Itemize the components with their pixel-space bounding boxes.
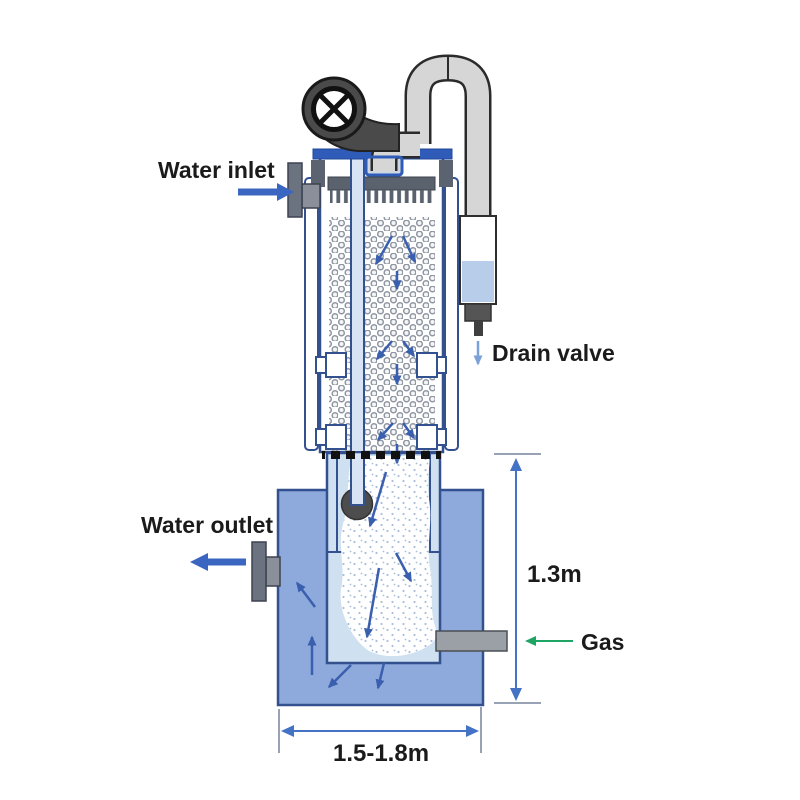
water-inlet-label: Water inlet xyxy=(158,157,275,183)
gas-label: Gas xyxy=(581,629,624,655)
column-flow-arrows xyxy=(374,235,417,465)
flow-arrow xyxy=(374,235,394,266)
flow-arrow xyxy=(375,662,386,690)
flow-arrow xyxy=(376,340,393,361)
collected-liquid xyxy=(462,261,494,302)
drain-valve-label: Drain valve xyxy=(492,340,615,366)
width-dimension: 1.5-1.8m xyxy=(278,707,482,767)
union-fitting xyxy=(325,424,347,450)
valve-cap xyxy=(464,303,492,322)
water-outlet-arrow xyxy=(190,553,246,571)
drain-valve-assembly xyxy=(459,215,497,366)
water-outlet-callout: Water outlet xyxy=(141,512,281,602)
flow-arrow xyxy=(377,422,394,442)
packing-bed-left xyxy=(329,217,350,451)
flow-arrow xyxy=(401,235,417,264)
bracket-left xyxy=(311,160,325,187)
tank-flow-arrows xyxy=(296,471,413,690)
valve-stub xyxy=(474,321,483,336)
height-dimension: 1.3m xyxy=(494,453,582,704)
exhaust-pipe-loop xyxy=(404,54,492,218)
union-fitting xyxy=(416,352,438,378)
packed-column xyxy=(287,156,459,465)
packing-bed-main xyxy=(365,217,435,451)
spray-distributor xyxy=(327,176,436,203)
union-fitting xyxy=(325,352,347,378)
gas-callout: Gas xyxy=(525,629,624,655)
union-fitting xyxy=(416,424,438,450)
blower-fan xyxy=(301,76,400,152)
width-dimension-label: 1.5-1.8m xyxy=(333,740,429,767)
center-tube-outlet xyxy=(340,451,374,521)
flow-arrow xyxy=(394,552,413,583)
water-inlet-callout: Water inlet xyxy=(158,157,294,201)
lid-inlet-cup-rim xyxy=(364,155,404,177)
fan-icon xyxy=(301,76,367,142)
water-inlet-arrow xyxy=(238,183,294,201)
center-tube-lower xyxy=(350,451,365,506)
bracket-right xyxy=(439,160,453,187)
support-grid-dashes xyxy=(322,451,441,459)
water-outlet-label: Water outlet xyxy=(141,512,273,538)
center-tube xyxy=(350,157,365,453)
flow-arrow xyxy=(401,422,416,440)
flow-arrow xyxy=(368,471,388,528)
flow-arrow xyxy=(296,581,316,608)
flow-arrow xyxy=(364,567,381,639)
bypass-tube-left xyxy=(304,177,319,451)
water-outlet-flange xyxy=(251,541,281,602)
flow-arrow xyxy=(401,340,416,358)
flow-arrow xyxy=(327,664,352,689)
height-dimension-label: 1.3m xyxy=(527,561,582,588)
gas-inlet-pipe xyxy=(435,630,508,652)
bypass-tube-right xyxy=(444,177,459,451)
